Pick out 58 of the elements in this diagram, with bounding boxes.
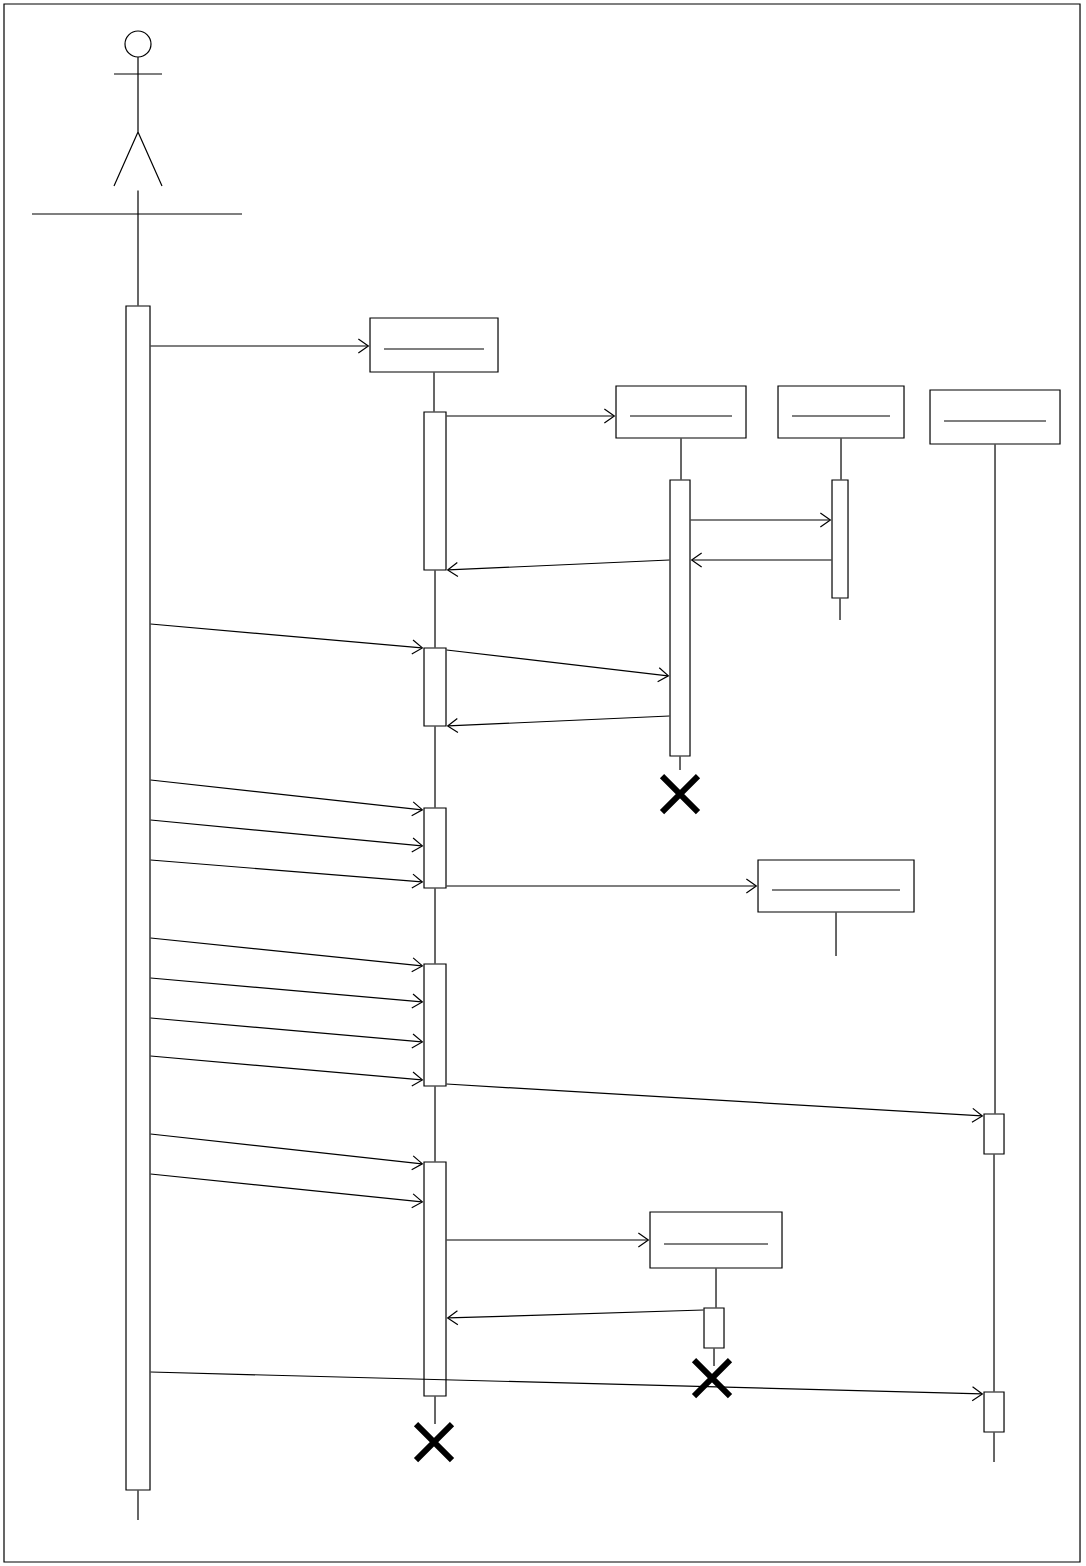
message-arrow bbox=[150, 779, 424, 817]
lifeline bbox=[433, 372, 435, 412]
message-arrow bbox=[690, 552, 832, 568]
lifeline bbox=[434, 1086, 436, 1162]
message-arrow bbox=[446, 715, 670, 734]
lifeline bbox=[840, 438, 842, 480]
lifeline bbox=[680, 438, 682, 480]
object-box bbox=[649, 1211, 783, 1269]
lifeline bbox=[713, 1348, 715, 1367]
message-arrow bbox=[150, 1133, 424, 1171]
activation-bar bbox=[983, 1113, 1005, 1155]
message-arrow bbox=[446, 1232, 650, 1248]
lifeline bbox=[434, 726, 436, 808]
activation-bar bbox=[669, 479, 691, 757]
message-arrow bbox=[446, 559, 670, 578]
activation-bar bbox=[423, 1161, 447, 1397]
actor-figure bbox=[113, 30, 163, 187]
message-arrow bbox=[150, 1055, 424, 1087]
activation-bar bbox=[831, 479, 849, 599]
activation-bar bbox=[423, 807, 447, 889]
message-arrow bbox=[690, 512, 832, 528]
activation-bar bbox=[423, 963, 447, 1087]
lifeline bbox=[993, 1432, 995, 1463]
message-arrow bbox=[446, 1309, 704, 1326]
lifeline bbox=[137, 1490, 139, 1521]
lifeline bbox=[434, 1396, 436, 1425]
object-box bbox=[757, 859, 915, 913]
lifeline bbox=[679, 756, 681, 771]
object-box bbox=[369, 317, 499, 373]
lifeline bbox=[715, 1268, 717, 1308]
activation-bar bbox=[125, 305, 151, 1491]
object-box bbox=[929, 389, 1061, 445]
lifeline bbox=[434, 888, 436, 964]
message-arrow bbox=[150, 1173, 424, 1209]
message-arrow bbox=[150, 1017, 424, 1049]
lifeline bbox=[137, 190, 139, 306]
message-arrow bbox=[150, 1371, 984, 1402]
message-arrow bbox=[446, 649, 670, 683]
message-arrow bbox=[150, 977, 424, 1009]
message-arrow bbox=[446, 408, 616, 424]
message-arrow bbox=[150, 859, 424, 889]
lifeline bbox=[434, 570, 436, 648]
object-box bbox=[615, 385, 747, 439]
message-arrow bbox=[446, 1083, 984, 1123]
activation-bar bbox=[423, 411, 447, 571]
activation-bar bbox=[983, 1391, 1005, 1433]
message-arrow bbox=[446, 878, 758, 894]
lifeline bbox=[994, 444, 996, 1114]
lifeline bbox=[993, 1154, 995, 1392]
lifeline bbox=[839, 598, 841, 621]
message-arrow bbox=[150, 819, 424, 853]
object-box bbox=[777, 385, 905, 439]
activation-bar bbox=[423, 647, 447, 727]
activation-bar bbox=[703, 1307, 725, 1349]
message-arrow bbox=[150, 338, 370, 354]
lifeline bbox=[835, 912, 837, 957]
message-arrow bbox=[150, 623, 424, 655]
message-arrow bbox=[150, 937, 424, 973]
